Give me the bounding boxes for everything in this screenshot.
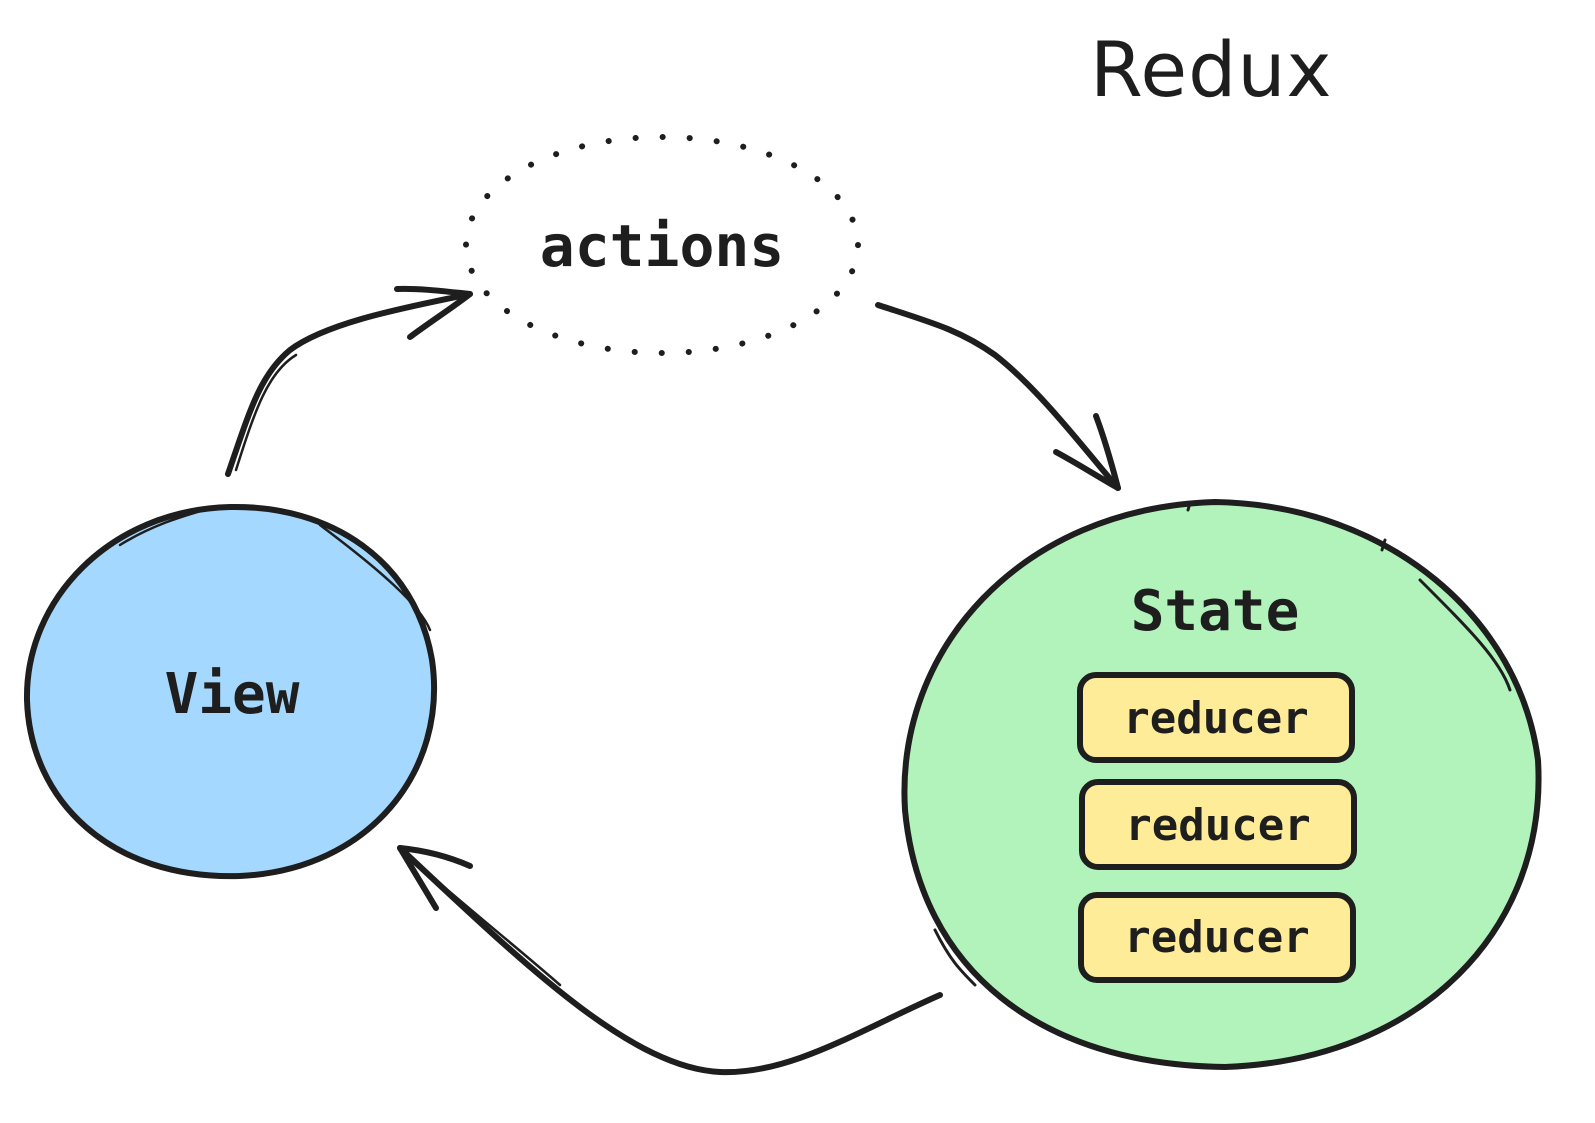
actions-label: actions bbox=[540, 212, 784, 280]
reducer-box[interactable]: reducer bbox=[1077, 672, 1355, 763]
arrow-state-to-view-head bbox=[397, 845, 473, 911]
arrow-view-to-actions-head bbox=[394, 285, 473, 340]
reducer-rect bbox=[1079, 779, 1357, 870]
arrow-state-to-view-line bbox=[397, 845, 943, 1076]
diagram-title: Redux bbox=[1090, 25, 1333, 114]
reducer-rect bbox=[1077, 672, 1355, 763]
arrow-actions-to-state-line bbox=[875, 302, 1121, 491]
view-label: View bbox=[165, 662, 300, 727]
reducer-rect bbox=[1078, 892, 1356, 983]
state-circle-sketch bbox=[933, 501, 1512, 987]
reducer-label: reducer bbox=[1125, 800, 1310, 851]
state-node[interactable]: State reducer reducer reducer bbox=[901, 499, 1542, 1070]
arrow-view-to-actions bbox=[225, 285, 473, 477]
arrow-view-to-actions-line-2 bbox=[234, 353, 298, 472]
reducer-label: reducer bbox=[1123, 693, 1308, 744]
actions-ellipse bbox=[463, 134, 861, 356]
arrow-actions-to-state-head bbox=[1053, 413, 1121, 491]
reducer-label: reducer bbox=[1124, 912, 1309, 963]
actions-node[interactable]: actions bbox=[463, 134, 861, 356]
view-node[interactable]: View bbox=[23, 503, 438, 880]
arrow-actions-to-state bbox=[875, 302, 1121, 491]
view-circle-sketch bbox=[118, 506, 432, 632]
reducer-box[interactable]: reducer bbox=[1078, 892, 1356, 983]
reducer-box[interactable]: reducer bbox=[1079, 779, 1357, 870]
arrow-state-to-view-line-2 bbox=[413, 860, 562, 987]
state-label: State bbox=[1131, 579, 1300, 644]
arrow-state-to-view bbox=[397, 845, 943, 1076]
arrow-view-to-actions-line bbox=[225, 291, 473, 477]
view-circle bbox=[23, 503, 438, 880]
